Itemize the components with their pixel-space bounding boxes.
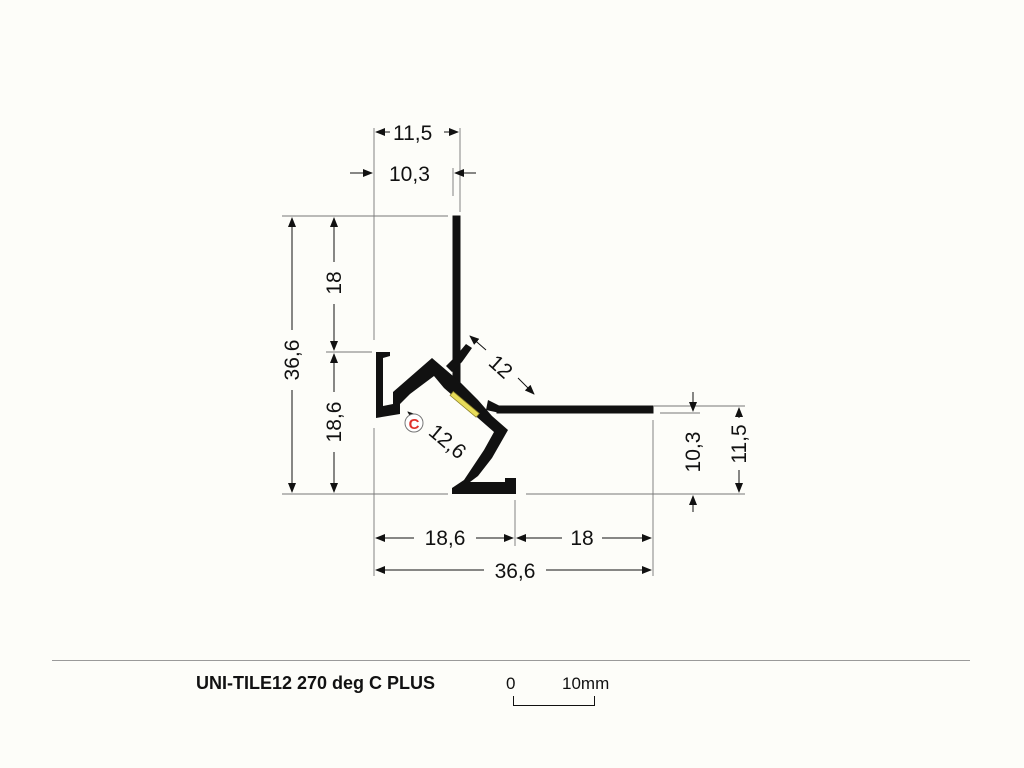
product-title: UNI-TILE12 270 deg C PLUS [196, 673, 436, 693]
dim-diag-marker: 12,6 [424, 420, 470, 464]
dim-right-inner: 10,3 [682, 432, 705, 473]
channel-body [376, 352, 516, 494]
dim-left-total: 36,6 [281, 340, 304, 381]
technical-drawing: 11,5 10,3 36,6 18 18,6 12 12,6 10,3 11,5… [281, 122, 751, 583]
scale-zero-label: 0 [506, 674, 516, 693]
joint-link [486, 400, 500, 413]
footer-divider [52, 660, 970, 661]
dim-top-inner: 10,3 [389, 163, 430, 186]
joint-piece [446, 344, 472, 372]
led-strip [449, 390, 480, 418]
dim-line-diag-width [469, 335, 487, 351]
profile-shape [376, 215, 654, 494]
dim-bottom-total: 36,6 [495, 560, 536, 583]
scale-ten-label: 10mm [562, 674, 610, 693]
c-marker-icon: C [404, 413, 424, 433]
dimension-lines [288, 128, 743, 574]
dim-left-lower: 18,6 [323, 402, 346, 443]
scale-bar: 0 10mm [506, 672, 626, 712]
extension-lines [282, 128, 745, 576]
c-marker-letter: C [409, 416, 420, 433]
dim-top-outer: 11,5 [393, 122, 432, 145]
dim-bottom-right: 18 [570, 527, 593, 550]
scale-bracket [513, 696, 595, 706]
dim-bottom-left: 18,6 [425, 527, 466, 550]
horizontal-wall [496, 405, 654, 414]
dim-left-upper: 18 [323, 271, 346, 294]
dim-right-outer: 11,5 [728, 424, 751, 463]
dim-diag-width: 12 [484, 351, 517, 384]
